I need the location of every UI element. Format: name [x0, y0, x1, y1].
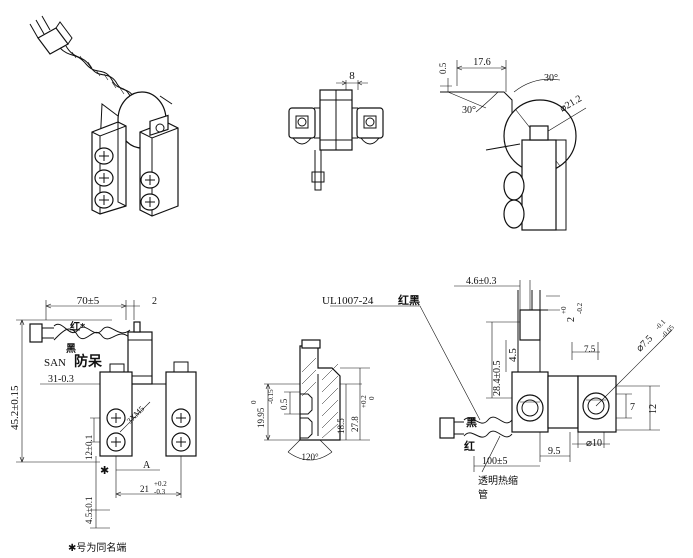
same-end-star-mark: ✱: [100, 465, 109, 477]
dim-12: 12: [648, 404, 659, 414]
dim-gap-2: 2: [152, 296, 157, 307]
label-red-marked: 红*: [70, 320, 86, 333]
angle-120: 120°: [301, 452, 319, 462]
dim-7-5: 7.5: [584, 344, 596, 354]
label-black-assembly: 黑: [466, 416, 477, 429]
dim-2-tol-dn: -0.2: [576, 302, 584, 314]
section-body: [299, 345, 341, 441]
dim-9-5: 9.5: [548, 446, 561, 457]
dim-21-tol-dn: -0.3: [154, 488, 166, 496]
dim-28-4: 28.4±0.5: [492, 361, 503, 397]
dim-19-95: 19.95: [256, 407, 266, 428]
dim-19-95-tol-dn: -0.15: [267, 389, 275, 404]
screw-heads: [94, 147, 160, 211]
dim-lead-70: 70±5: [77, 295, 100, 307]
dim-height-45-2: 45.2±0.15: [9, 385, 21, 430]
side-view: 0.5 17.6 30° 30° ⌀21.2: [438, 57, 587, 231]
connector-plug: [29, 15, 73, 55]
dim-27-8: 27.8: [350, 416, 360, 432]
label-red-assembly: 红: [464, 439, 475, 453]
dim-7: 7: [630, 402, 635, 413]
dim-dia-10: ⌀10: [586, 438, 602, 449]
label-black: 黑: [66, 343, 76, 355]
angle-30-left: 30°: [462, 105, 476, 116]
dim-4-5-assembly: 4.5: [507, 348, 519, 362]
angle-30-right: 30°: [544, 73, 558, 84]
front-view: 70±5 2 红* 黑 SAN 防呆 45.2±0.15 31-0.3: [9, 295, 197, 529]
isometric-view: [29, 15, 179, 217]
dim-0-5-section: 0.5: [279, 398, 289, 410]
front-connector: [29, 323, 43, 343]
dim-gap-8: 8: [349, 70, 355, 82]
label-tube-line2: 管: [478, 488, 488, 501]
label-san: SAN: [44, 357, 66, 369]
label-wire-red-black: 红黑: [398, 293, 420, 307]
dim-21: 21: [140, 484, 149, 494]
dim-lead-100: 100±5: [482, 456, 508, 467]
dim-4-5: 4.5±0.1: [84, 497, 94, 524]
label-tube-line1: 透明热缩: [478, 474, 518, 487]
left-bracket: [288, 107, 316, 139]
dim-lead-4-6: 4.6±0.3: [466, 276, 497, 287]
side-housing: [521, 139, 557, 231]
dim-2-tol-up: +0: [560, 306, 568, 314]
dim-a: A: [143, 460, 151, 471]
dim-offset-0-5: 0.5: [438, 62, 448, 74]
assembly-view: UL1007-24 红黑 4.6±0.3 2 +0 -0.2 28.4±0.5 …: [322, 276, 676, 501]
footnote-same-end: ✱号为同名端: [68, 541, 126, 554]
top-view: 8: [288, 70, 384, 191]
label-anti-idiot: 防呆: [74, 353, 103, 370]
dim-pitch-12: 12±0.1: [84, 435, 94, 460]
dim-27-8-tol-up: +0.2: [360, 395, 368, 408]
label-wire-ul: UL1007-24: [322, 295, 374, 307]
dim-18-5: 18.5: [336, 418, 346, 434]
section-view: 19.95 0 -0.15 0.5 18.5 27.8 +0.2 0 120°: [250, 339, 376, 462]
assembly-connector: [439, 417, 455, 439]
dim-width-17-6: 17.6: [473, 57, 491, 68]
dim-27-8-tol-dn: 0: [368, 396, 376, 400]
dim-dia-7-5: ⌀7.5: [634, 333, 655, 354]
dim-21-tol-up: +0.2: [154, 480, 167, 488]
dim-19-95-tol-up: 0: [250, 400, 258, 404]
assembly-coil: [547, 375, 579, 429]
dim-2-assembly: 2: [566, 317, 577, 322]
dim-width-31: 31-0.3: [48, 374, 74, 385]
right-bracket: [356, 107, 384, 139]
